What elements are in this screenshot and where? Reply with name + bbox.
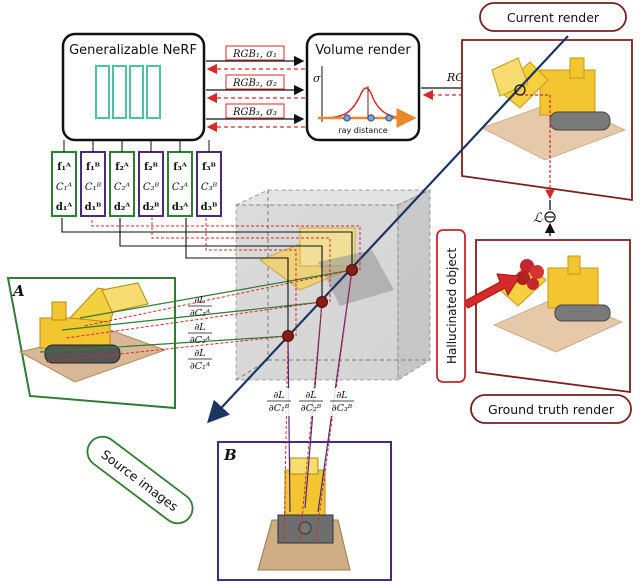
ray-sample-points: [282, 84, 526, 342]
feature-f-label: f₂ᴮ: [144, 162, 158, 173]
sigma-axis-label: σ: [313, 72, 321, 85]
feature-f-label: f₃ᴮ: [202, 162, 216, 173]
gradient-numerator: ∂L: [194, 295, 205, 306]
gradient-b-2: ∂L ∂C₂ᴮ: [297, 388, 325, 416]
sample-point-2: [367, 114, 375, 122]
source-view-b: B: [217, 441, 392, 581]
gradient-denominator: ∂C₃ᴮ: [332, 403, 353, 414]
hallucinated-object-callout: Hallucinated object: [436, 229, 466, 383]
gradient-a-1: ∂L ∂C₃ᴬ: [188, 295, 212, 319]
ray-distance-label: ray distance: [338, 126, 387, 135]
sample-point-mid: [316, 296, 328, 308]
gradient-a-2: ∂L ∂C₂ᴬ: [188, 322, 212, 346]
nerf-box: Generalizable NeRF: [61, 32, 206, 142]
feature-f-label: f₁ᴮ: [86, 162, 100, 173]
feature-d-label: d₂ᴬ: [114, 202, 130, 213]
feature-f-label: f₃ᴬ: [173, 162, 187, 173]
cube-bulldozer-image: [258, 227, 394, 306]
gradient-b-3: ∂L ∂C₃ᴮ: [328, 388, 356, 416]
view-b-bulldozer-image: [257, 457, 351, 571]
feature-c-label: C₂ᴮ: [143, 182, 160, 193]
feature-c-label: C₃ᴮ: [201, 182, 218, 193]
volume-render-box: Volume render σ ray distance: [305, 32, 421, 142]
render-pixel: [514, 84, 526, 96]
sample-point-near: [282, 330, 294, 342]
feature-column-box: [167, 151, 193, 217]
sample-point-3: [385, 114, 393, 122]
rgb-sigma-label-2: RGB₂, σ₂: [232, 78, 277, 89]
view-a-label: A: [11, 282, 25, 300]
gradient-numerator: ∂L: [336, 390, 347, 401]
feature-c-label: C₁ᴬ: [56, 182, 73, 193]
camera-ray: [206, 35, 569, 424]
feature-d-label: d₁ᴬ: [56, 202, 72, 213]
source-images-callout: Source images: [86, 435, 194, 525]
feature-d-label: d₃ᴮ: [201, 202, 218, 213]
loss-node: ℒ: [533, 200, 556, 236]
source-images-label: Source images: [98, 447, 181, 515]
nerf-network-icon: [95, 65, 161, 119]
rgb-sigma-label-3: RGB₃, σ₃: [232, 107, 277, 118]
view-b-label: B: [223, 446, 237, 464]
gradient-denominator: ∂C₁ᴮ: [269, 403, 290, 414]
loss-symbol: ℒ: [533, 211, 543, 226]
source-view-a: A: [6, 277, 176, 410]
feature-column-box: [109, 151, 135, 217]
gradient-denominator: ∂C₁ᴬ: [190, 361, 211, 372]
feature-c-label: C₃ᴬ: [172, 182, 189, 193]
density-curve: [321, 87, 407, 119]
feature-d-label: d₃ᴬ: [172, 202, 188, 213]
hallucinated-object-label: Hallucinated object: [445, 248, 459, 364]
ground-truth-render: Ground truth render: [462, 239, 632, 424]
gradient-b-1: ∂L ∂C₁ᴮ: [265, 388, 293, 416]
ground-truth-bulldozer-image: [493, 255, 623, 353]
sample-point-far: [346, 264, 358, 276]
gradient-numerator: ∂L: [273, 390, 284, 401]
sample-point-1: [343, 114, 351, 122]
nerf-box-title: Generalizable NeRF: [69, 43, 197, 58]
gradient-denominator: ∂C₂ᴮ: [301, 403, 322, 414]
feature-c-label: C₁ᴮ: [85, 182, 102, 193]
gradient-labels-view-a: ∂L ∂C₃ᴬ ∂L ∂C₂ᴬ ∂L ∂C₁ᴬ: [188, 295, 212, 372]
gradient-denominator: ∂C₂ᴬ: [190, 335, 211, 346]
feature-f-label: f₁ᴬ: [57, 162, 71, 173]
feature-d-label: d₁ᴮ: [85, 202, 102, 213]
gradient-labels-view-b: ∂L ∂C₁ᴮ ∂L ∂C₂ᴮ ∂L ∂C₃ᴮ: [265, 388, 356, 416]
current-render: Current render: [461, 2, 633, 202]
feature-c-label: C₂ᴬ: [114, 182, 131, 193]
gradient-denominator: ∂C₃ᴬ: [190, 308, 211, 319]
feature-f-label: f₂ᴬ: [115, 162, 129, 173]
gradient-numerator: ∂L: [305, 390, 316, 401]
ground-truth-label: Ground truth render: [488, 402, 615, 417]
feature-d-label: d₂ᴮ: [143, 202, 160, 213]
hallucinated-arrow-icon: [462, 273, 521, 309]
current-render-label: Current render: [507, 10, 600, 25]
gradient-numerator: ∂L: [194, 348, 205, 359]
rgb-sigma-arrows: RGB₁, σ₁ RGB₂, σ₂ RGB₃, σ₃: [206, 45, 305, 133]
gradient-numerator: ∂L: [194, 322, 205, 333]
rgb-sigma-label-1: RGB₁, σ₁: [232, 49, 277, 60]
gradient-a-3: ∂L ∂C₁ᴬ: [188, 348, 212, 372]
connection-lines: [39, 218, 361, 541]
hallucinated-object-image: [516, 259, 544, 290]
volume-render-title: Volume render: [315, 43, 411, 58]
